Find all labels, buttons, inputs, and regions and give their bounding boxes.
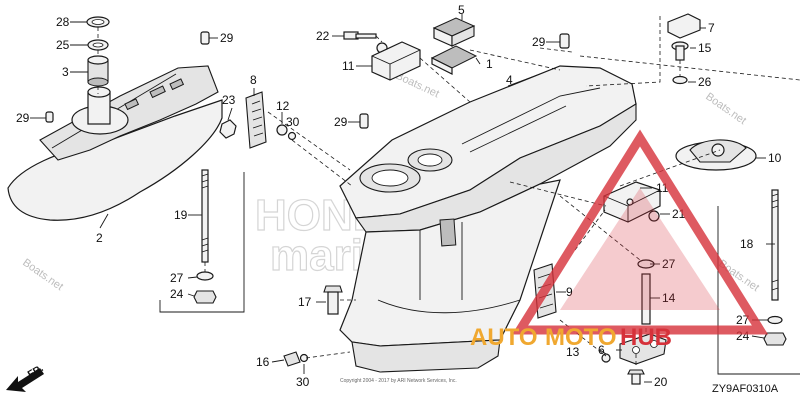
callout-23: 23 <box>222 93 236 107</box>
callout-16: 16 <box>256 355 270 369</box>
callout-29: 29 <box>220 31 234 45</box>
callout-30: 30 <box>296 375 310 389</box>
stud-bolt-right <box>763 189 787 346</box>
gear-case-housing <box>339 65 637 373</box>
callout-13: 13 <box>566 345 580 359</box>
callout-28: 28 <box>56 15 70 29</box>
callout-12: 12 <box>276 99 290 113</box>
callout-29: 29 <box>16 111 30 125</box>
trim-tab-10 <box>675 139 757 171</box>
callout-11: 11 <box>342 59 355 73</box>
callout-26: 26 <box>698 75 712 89</box>
callout-1: 1 <box>486 57 493 71</box>
callout-19: 19 <box>174 208 188 222</box>
stud-bolt-left <box>193 169 217 304</box>
bracket-6 <box>619 333 667 365</box>
copyright-notice: Copyright 2004 - 2017 by ARI Network Ser… <box>340 378 457 384</box>
logo-text-auto: AUTO <box>470 324 538 351</box>
callout-27: 27 <box>736 313 750 327</box>
bolt-22 <box>343 31 388 54</box>
callout-17: 17 <box>298 295 312 309</box>
callout-8: 8 <box>250 73 257 87</box>
callout-29: 29 <box>334 115 348 129</box>
logo-text-hub: HUB <box>620 324 672 351</box>
logo-text-moto: MOTO <box>545 324 617 351</box>
callout-24: 24 <box>170 287 184 301</box>
logo-triangle-icon <box>511 129 769 335</box>
callout-29: 29 <box>532 35 546 49</box>
seal-stack <box>86 16 110 94</box>
callout-4: 4 <box>506 73 513 87</box>
assembly-guides <box>267 16 800 368</box>
extension-cover-part <box>7 65 223 221</box>
callout-25: 25 <box>56 38 70 52</box>
leader-lines <box>30 14 775 383</box>
cap-7 <box>667 13 701 39</box>
callout-15: 15 <box>698 41 712 55</box>
rubber-mount-11-right <box>603 181 661 223</box>
washer-26 <box>672 75 688 85</box>
drain-plug-16 <box>283 351 301 367</box>
callout-30: 30 <box>286 115 300 129</box>
pads <box>430 17 478 75</box>
callout-2: 2 <box>96 231 103 245</box>
nut-21 <box>648 210 660 222</box>
callout-27: 27 <box>662 257 676 271</box>
bolt-17 <box>323 285 343 315</box>
watermark-text: Boats.net <box>20 257 65 293</box>
front-direction-arrow: FR. <box>6 363 46 392</box>
bolt-15 <box>671 41 689 61</box>
callout-10: 10 <box>768 151 782 165</box>
watermark-text: Boats.net <box>703 91 748 127</box>
dowel-pin <box>45 31 570 129</box>
callout-18: 18 <box>740 237 754 251</box>
callout-14: 14 <box>662 291 676 305</box>
logo-triangle-inner-icon <box>560 188 720 310</box>
callout-5: 5 <box>458 3 465 17</box>
rubber-mount-11 <box>371 41 421 81</box>
anode-plate <box>219 91 297 149</box>
callout-7: 7 <box>708 21 715 35</box>
callout-27: 27 <box>170 271 184 285</box>
bolt-20 <box>627 369 645 385</box>
callout-3: 3 <box>62 65 69 79</box>
callout-20: 20 <box>654 375 668 389</box>
callout-numbers: 28 25 3 29 29 2 8 23 12 30 19 27 24 22 1… <box>16 3 782 389</box>
bracket-frame <box>159 172 245 313</box>
automotohub-logo: AUTO MOTO HUB <box>470 129 769 351</box>
callout-22: 22 <box>316 29 330 43</box>
front-marker-label: FR. <box>26 363 46 381</box>
callout-9: 9 <box>566 285 573 299</box>
callout-6: 6 <box>598 343 605 357</box>
diagram-code: ZY9AF0310A <box>712 383 779 395</box>
